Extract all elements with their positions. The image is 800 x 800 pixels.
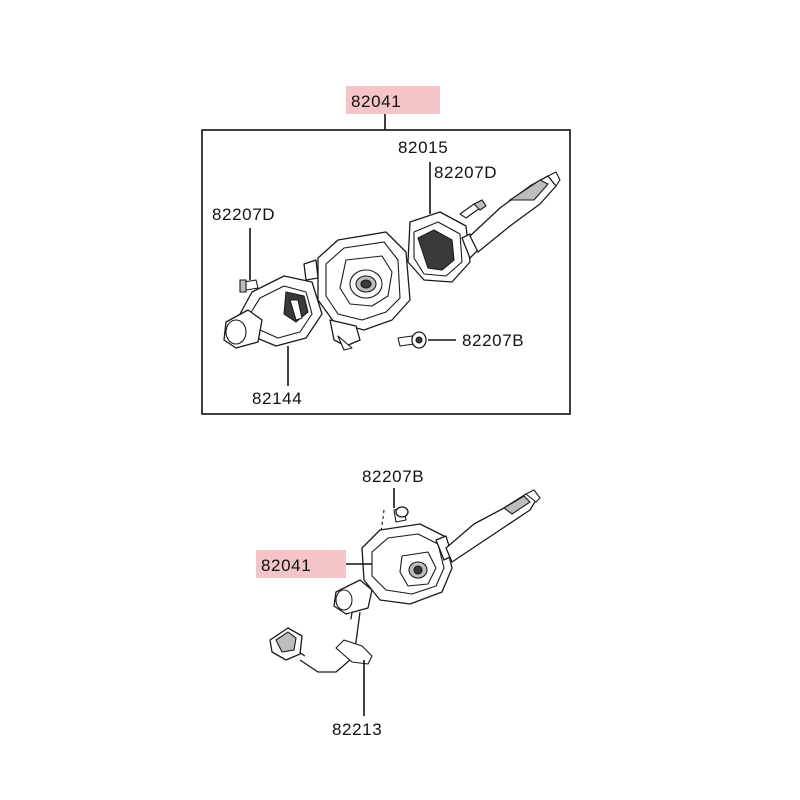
lever-switch-part xyxy=(407,171,561,283)
callout-82041-top[interactable]: 82041 xyxy=(351,92,401,111)
left-switch-part xyxy=(223,275,323,349)
callout-82213[interactable]: 82213 xyxy=(332,720,382,739)
screw-82207d-right-part xyxy=(459,199,487,219)
callout-82207d-left[interactable]: 82207D xyxy=(212,205,275,224)
bolt-82207b-part xyxy=(397,331,427,349)
assembled-switch-part xyxy=(333,489,541,615)
wire-harness-part xyxy=(269,611,373,673)
callout-82207d-right[interactable]: 82207D xyxy=(434,163,497,182)
callout-82144[interactable]: 82144 xyxy=(252,389,302,408)
highlight-assembly-top xyxy=(346,86,440,114)
screw-82207d-left-part xyxy=(239,279,259,293)
screw-82207b-lower-part xyxy=(393,506,409,523)
callout-82207b-top[interactable]: 82207B xyxy=(462,331,524,350)
callout-82041-lower[interactable]: 82041 xyxy=(261,556,311,575)
highlight-assembly-lower xyxy=(256,550,346,578)
combination-switch-body-part xyxy=(303,231,411,351)
callout-82015[interactable]: 82015 xyxy=(398,138,448,157)
group-frame xyxy=(201,129,571,415)
callout-82207b-lower[interactable]: 82207B xyxy=(362,467,424,486)
